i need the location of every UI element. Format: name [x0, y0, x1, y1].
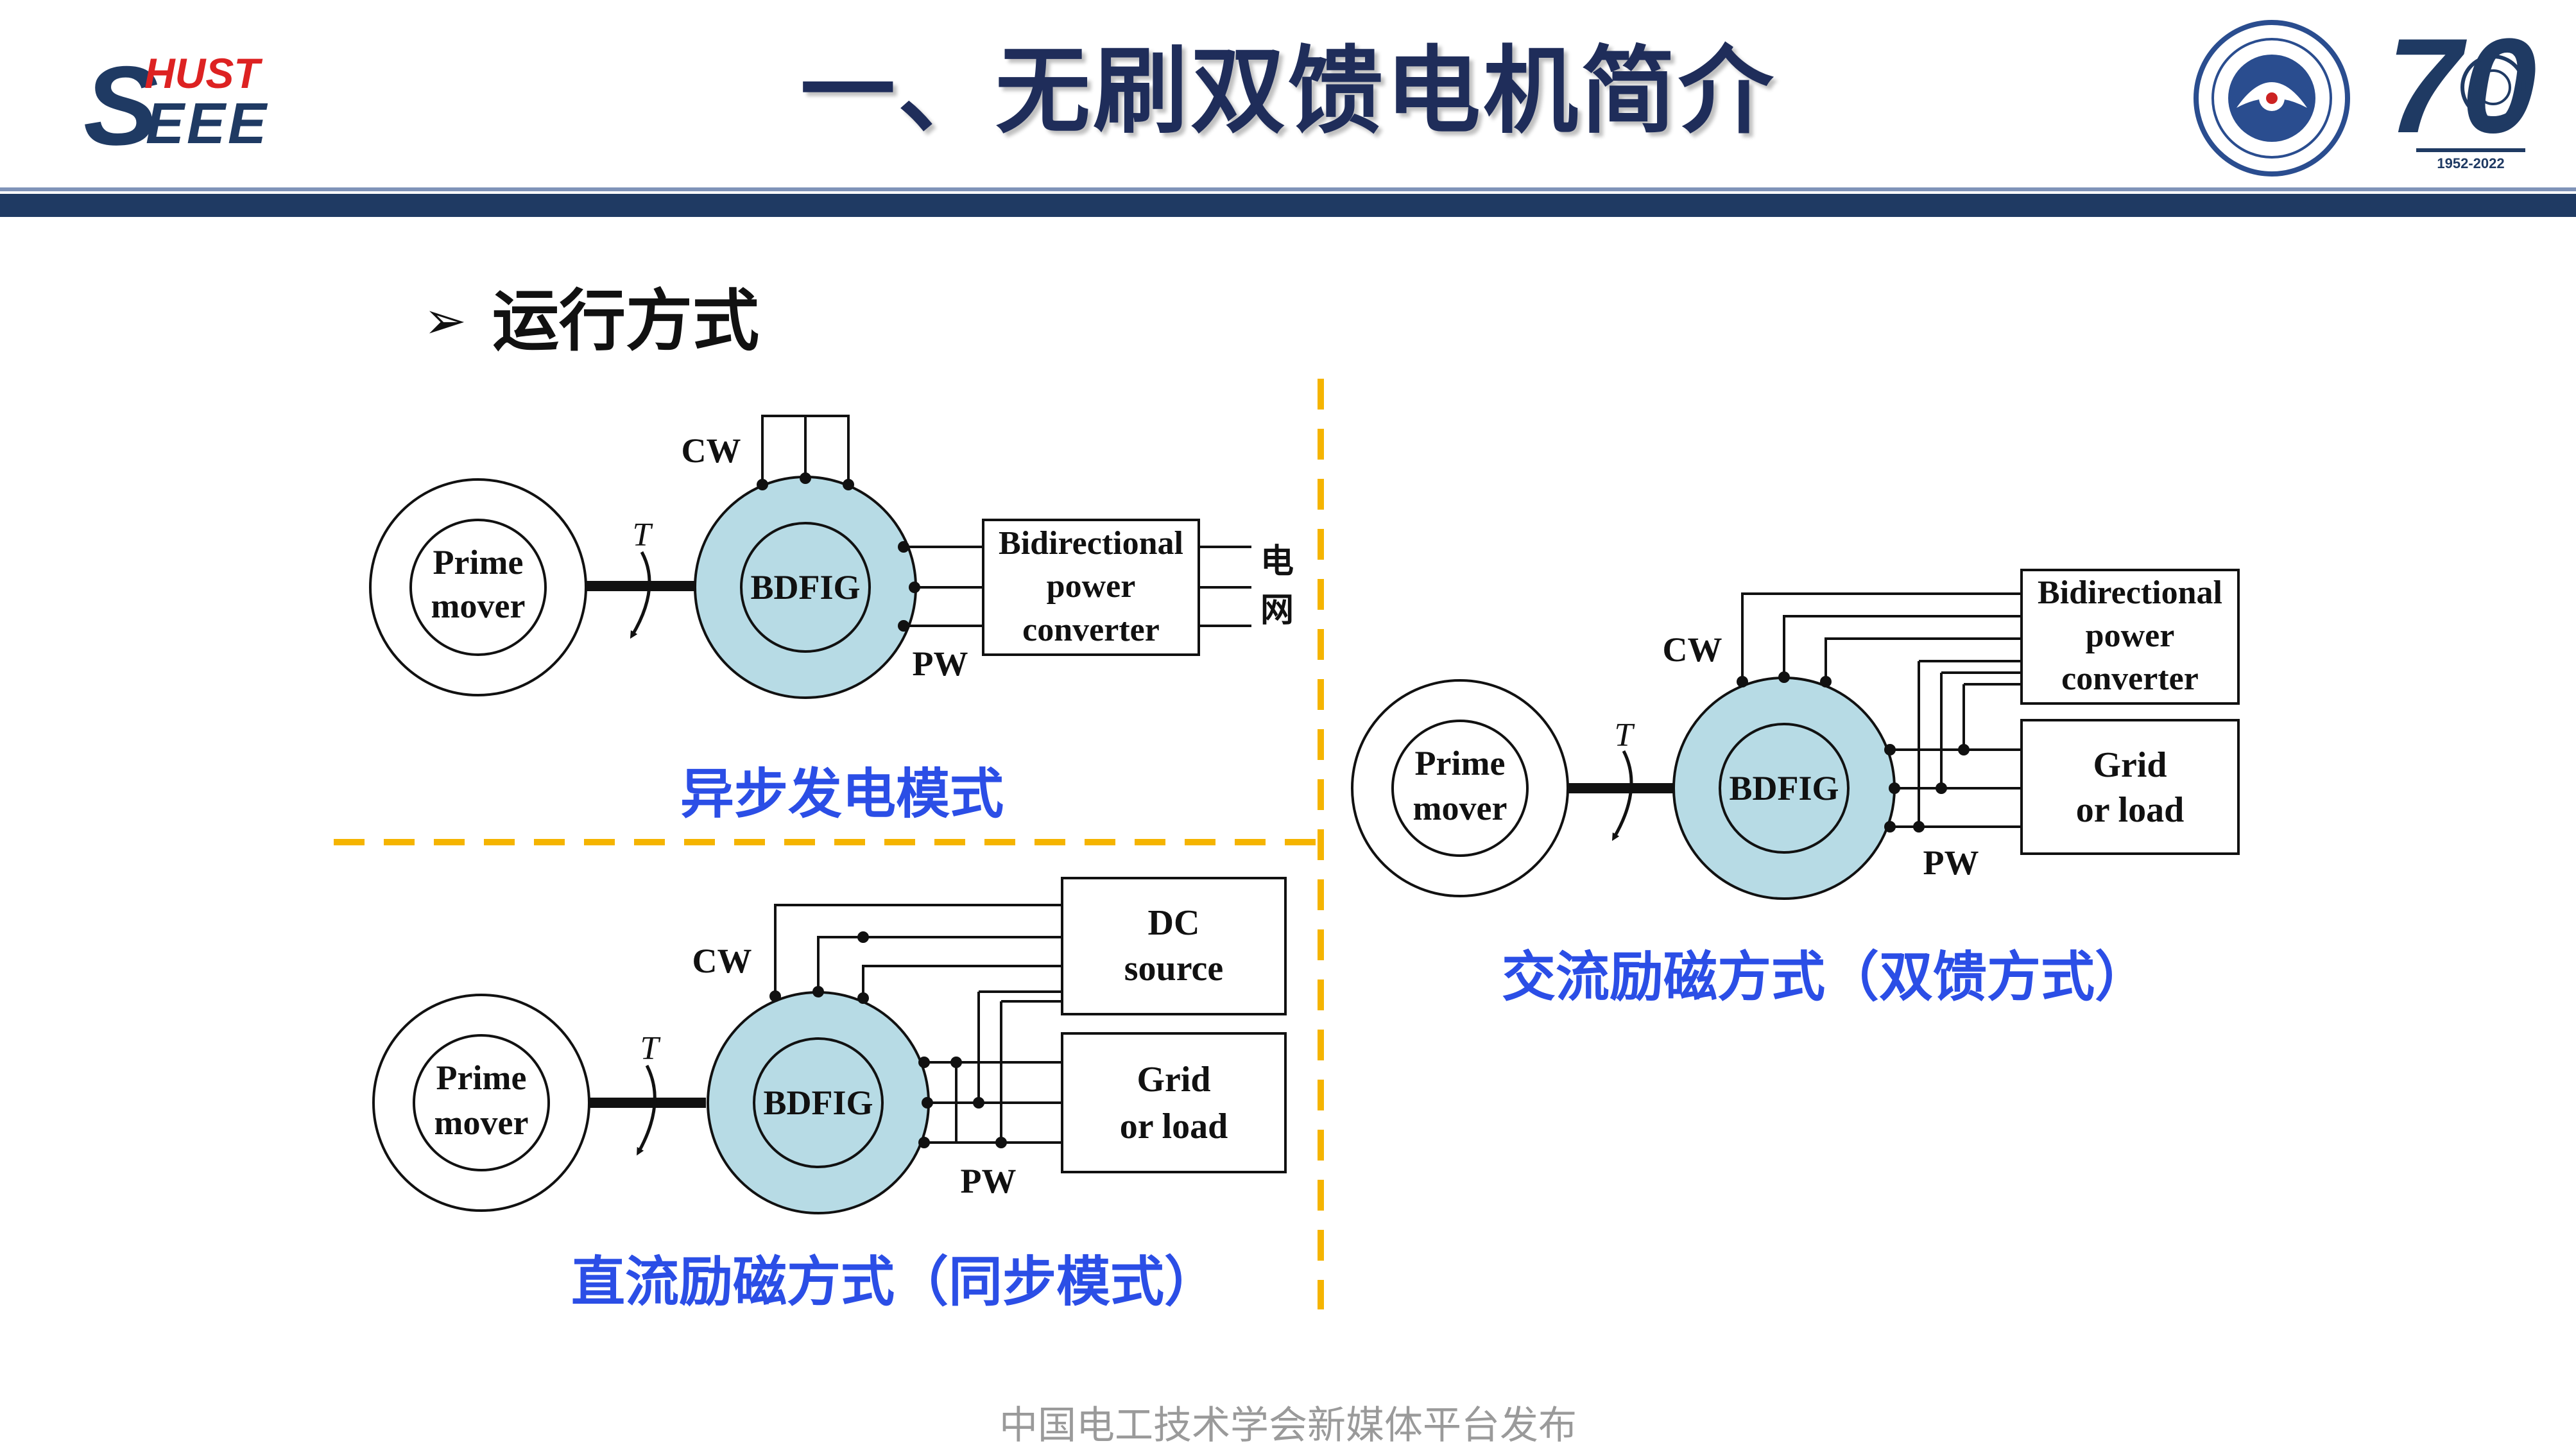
grid-load-label-3b: or load: [2076, 790, 2185, 830]
grid-char-2: 网: [1260, 591, 1294, 630]
diagram-ac-labels: Prime mover T BDFIG CW PW Bidirectional …: [1413, 574, 2222, 882]
pw-label-1: PW: [913, 644, 968, 683]
section-heading-text: 运行方式: [492, 282, 760, 360]
grid-load-label-2a: Grid: [1137, 1060, 1210, 1100]
converter-label-1b: power: [1047, 568, 1136, 605]
converter-label-3b: power: [2086, 617, 2175, 654]
torque-label-1: T: [633, 517, 653, 553]
logo-hust-text: HUST: [144, 49, 262, 97]
svg-text:S: S: [83, 48, 159, 157]
grid-load-label-3a: Grid: [2093, 745, 2167, 785]
header-band: [0, 194, 2576, 217]
grid-load-label-2b: or load: [1120, 1107, 1228, 1146]
cw-label-2: CW: [692, 942, 752, 980]
torque-label-2: T: [640, 1030, 661, 1067]
prime-mover-label-1b: mover: [431, 587, 526, 625]
pw-label-3: PW: [1923, 843, 1979, 882]
svg-text:EEE: EEE: [146, 92, 269, 156]
converter-label-1c: converter: [1022, 612, 1160, 648]
seventy-anniversary-logo: 70 1952-2022: [2387, 17, 2537, 171]
caption-async-mode: 异步发电模式: [680, 763, 1004, 825]
converter-label-1a: Bidirectional: [999, 525, 1183, 562]
diagram-ac: [1351, 569, 2240, 900]
bdfig-label-1: BDFIG: [750, 568, 860, 607]
diagram-dc: [372, 877, 1287, 1214]
bdfig-label-3: BDFIG: [1729, 769, 1839, 807]
slide-title: 一、无刷双馈电机简介: [800, 36, 1776, 146]
torque-label-3: T: [1615, 717, 1635, 754]
bdfig-label-2: BDFIG: [763, 1083, 873, 1122]
footer-watermark: 中国电工技术学会新媒体平台发布: [999, 1403, 1577, 1448]
caption-dc-excitation: 直流励磁方式（同步模式）: [571, 1250, 1219, 1313]
dc-source-label-a: DC: [1148, 903, 1200, 943]
arrow-bullet-icon: ➢: [424, 291, 467, 350]
caption-ac-excitation: 交流励磁方式（双馈方式）: [1502, 945, 2149, 1008]
section-heading: ➢ 运行方式: [424, 276, 759, 366]
prime-mover-label-2b: mover: [434, 1103, 529, 1142]
hust-seee-logo: S HUST EEE: [83, 48, 269, 157]
header-band-thin: [0, 187, 2576, 191]
prime-mover-label-1a: Prime: [433, 543, 524, 582]
converter-label-3c: converter: [2061, 660, 2199, 697]
prime-mover-label-3a: Prime: [1415, 744, 1506, 782]
pw-label-2: PW: [961, 1162, 1017, 1200]
school-emblem: [2194, 20, 2350, 177]
diagram-async-labels: Prime mover T BDFIG CW PW Bidirectional …: [431, 431, 1294, 683]
dc-source-label-b: source: [1124, 949, 1224, 988]
diagram-async: [369, 415, 1251, 699]
grid-char-1: 电: [1260, 542, 1294, 581]
seventy-years: 1952-2022: [2437, 155, 2504, 171]
cw-label-3: CW: [1663, 630, 1722, 669]
prime-mover-label-2a: Prime: [436, 1058, 527, 1097]
converter-label-3a: Bidirectional: [2038, 574, 2222, 611]
cw-label-1: CW: [682, 431, 741, 470]
prime-mover-label-3b: mover: [1413, 789, 1507, 827]
diagram-dc-labels: Prime mover T BDFIG CW PW DC source Grid…: [434, 903, 1228, 1200]
